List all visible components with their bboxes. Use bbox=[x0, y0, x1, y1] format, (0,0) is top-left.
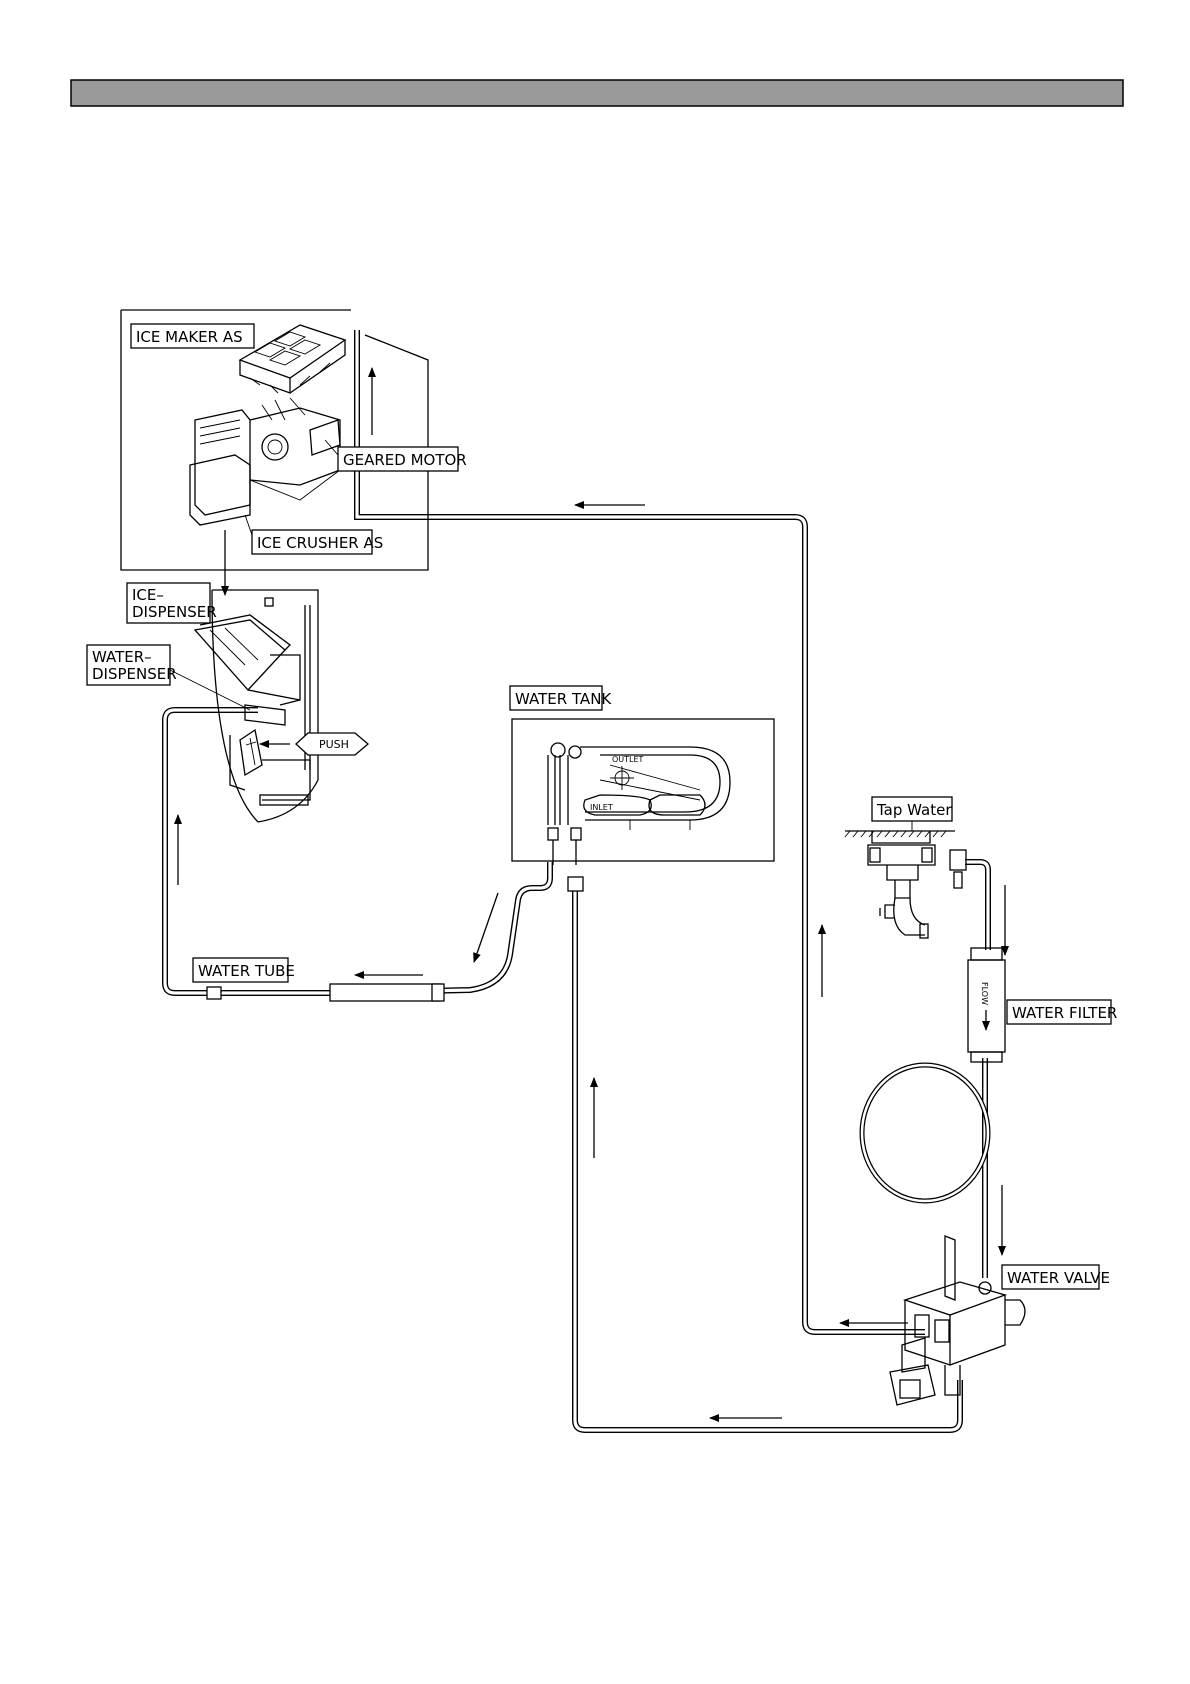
flow-label: FLOW bbox=[980, 982, 989, 1005]
dispenser-icon bbox=[195, 590, 368, 822]
tube-fitting bbox=[207, 987, 221, 999]
tube-connector bbox=[432, 984, 444, 1001]
water-tank-label: WATER TANK bbox=[515, 690, 612, 708]
ice-maker-label: ICE MAKER AS bbox=[136, 328, 243, 346]
ice-dispenser-label-line2: DISPENSER bbox=[132, 603, 217, 621]
filter-icon: FLOW bbox=[968, 948, 1005, 1062]
tank-inlet-label: INLET bbox=[590, 803, 613, 812]
water-tube-label: WATER TUBE bbox=[198, 962, 295, 980]
water-dispenser-label-line2: DISPENSER bbox=[92, 665, 177, 683]
push-label: PUSH bbox=[319, 738, 349, 751]
tube-tap-filter bbox=[965, 862, 988, 950]
ice-dispenser-label-line1: ICE– bbox=[132, 586, 164, 604]
flow-arrow-icon bbox=[178, 368, 1005, 1418]
tube-sleeve bbox=[330, 984, 440, 1001]
tap-water-label: Tap Water bbox=[876, 801, 952, 819]
valve-icon bbox=[890, 1236, 1025, 1405]
ice-maker-icon bbox=[190, 325, 345, 525]
ice-crusher-label: ICE CRUSHER AS bbox=[257, 534, 383, 552]
tap-icon bbox=[845, 831, 966, 938]
water-valve-label: WATER VALVE bbox=[1007, 1269, 1110, 1287]
geared-motor-label: GEARED MOTOR bbox=[343, 451, 467, 469]
water-dispenser-label-line1: WATER– bbox=[92, 648, 152, 666]
tank-outlet-label: OUTLET bbox=[612, 755, 644, 764]
tube-icemaker-supply bbox=[357, 330, 925, 1332]
header-bar bbox=[71, 80, 1123, 106]
water-filter-label: WATER FILTER bbox=[1012, 1004, 1117, 1022]
